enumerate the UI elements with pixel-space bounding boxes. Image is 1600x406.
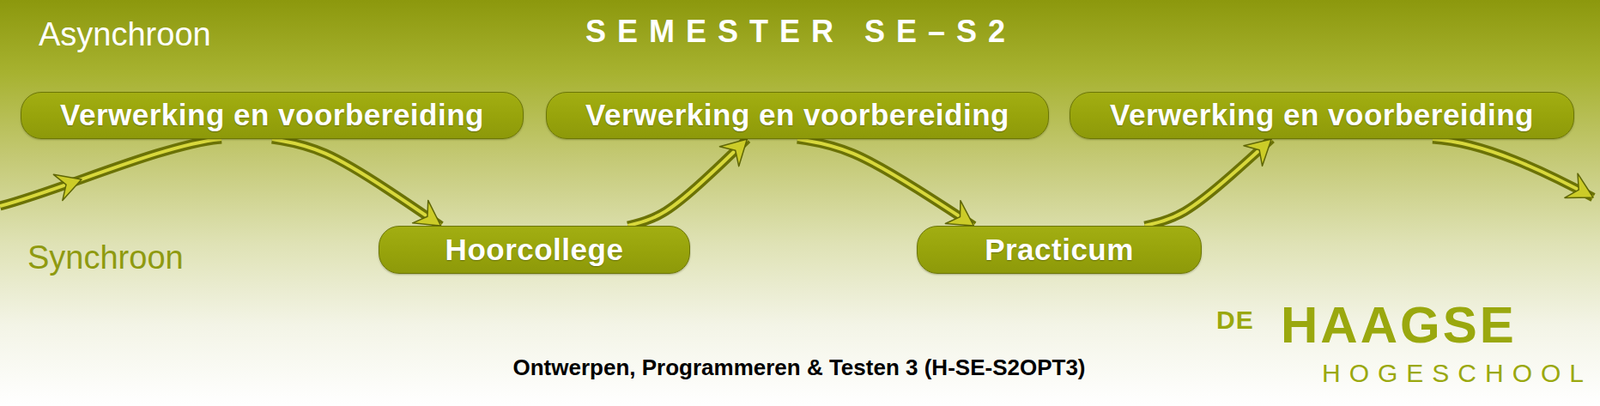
connector-layer (272, 139, 1272, 226)
asynchronous-phase: Verwerking en voorbereiding (20, 91, 524, 140)
node-label: Practicum (984, 233, 1134, 267)
ribbon-highlight (1145, 139, 1273, 226)
node-label: Hoorcollege (445, 233, 625, 267)
arrowhead (53, 166, 86, 201)
wave-tail (1432, 139, 1594, 198)
ribbon-highlight (0, 139, 222, 207)
ribbon-outline (272, 139, 442, 226)
ribbon-outline (627, 139, 747, 226)
wave-tail (0, 139, 222, 207)
logo-text: HOGESCHOOL (1321, 358, 1593, 389)
node-label: Verwerking en voorbereiding (585, 98, 1010, 133)
ribbon-outline (1145, 139, 1273, 226)
synchronous-session: Practicum (916, 225, 1202, 274)
mode-label: Asynchroon (38, 16, 212, 55)
flow-connector (797, 139, 974, 226)
ribbon-highlight (1432, 139, 1594, 198)
page-title: SEMESTER SE–S2 (585, 13, 1017, 49)
asynchronous-phase: Verwerking en voorbereiding (1069, 91, 1575, 140)
node-label: Verwerking en voorbereiding (60, 98, 485, 133)
ribbon-outline (1432, 139, 1594, 198)
mode-label: Synchroon (27, 239, 184, 278)
asynchronous-phase: Verwerking en voorbereiding (545, 91, 1049, 140)
logo-text: DE (1216, 305, 1255, 336)
flow-connector (272, 139, 442, 226)
ribbon-outline (797, 139, 974, 226)
synchronous-session: Hoorcollege (378, 225, 691, 274)
logo-text: HAAGSE (1280, 295, 1517, 355)
ribbon-highlight (797, 139, 974, 226)
ribbon-highlight (272, 139, 442, 226)
flow-connector (627, 139, 747, 226)
course-caption: Ontwerpen, Programmeren & Testen 3 (H-SE… (513, 355, 1086, 382)
ribbon-highlight (627, 139, 747, 226)
node-label: Verwerking en voorbereiding (1109, 98, 1534, 133)
flow-connector (1145, 139, 1273, 226)
ribbon-outline (0, 139, 222, 207)
